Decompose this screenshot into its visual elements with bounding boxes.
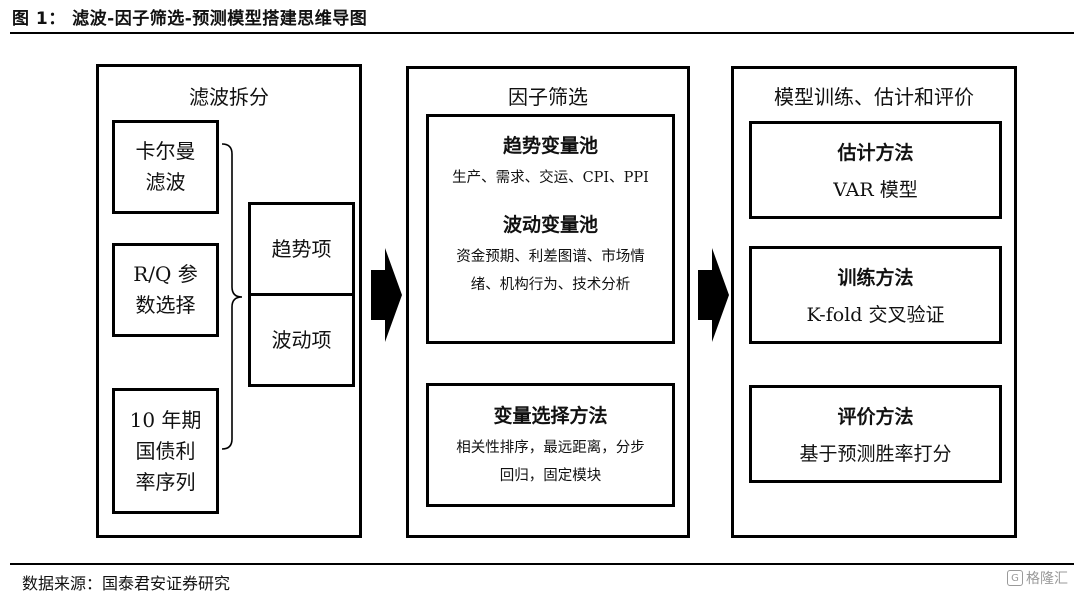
- box-kalman-filter: 卡尔曼 滤波: [112, 120, 219, 214]
- selection-method-line-1: 相关性排序，最远距离，分步: [456, 439, 645, 456]
- watermark: G 格隆汇: [1007, 568, 1068, 588]
- box-variable-pools: 趋势变量池 生产、需求、交运、CPI、PPI 波动变量池 资金预期、利差图谱、市…: [426, 114, 675, 344]
- box-10y-yield: 10 年期 国债利 率序列: [112, 388, 219, 514]
- box-estimation-method: 估计方法 VAR 模型: [749, 121, 1002, 219]
- bottom-rule: [10, 563, 1074, 565]
- watermark-logo-icon: G: [1007, 570, 1023, 586]
- training-method-title: 训练方法: [837, 267, 914, 289]
- evaluation-method-title: 评价方法: [837, 406, 914, 428]
- box-kalman-line-1: 卡尔曼: [135, 139, 196, 163]
- figure-title: 图 1： 滤波-因子筛选-预测模型搭建思维导图: [12, 9, 368, 29]
- box-yield-line-1: 10 年期: [129, 407, 202, 432]
- trend-pool-title: 趋势变量池: [502, 135, 598, 157]
- box-selection-method: 变量选择方法 相关性排序，最远距离，分步 回归，固定模块: [426, 383, 675, 507]
- box-evaluation-method: 评价方法 基于预测胜率打分: [749, 385, 1002, 483]
- panel-factor-title: 因子筛选: [508, 85, 588, 109]
- volatility-component-label: 波动项: [271, 327, 332, 352]
- box-training-method: 训练方法 K-fold 交叉验证: [749, 246, 1002, 344]
- selection-method-title: 变量选择方法: [493, 404, 608, 427]
- panel-factor: 因子筛选 趋势变量池 生产、需求、交运、CPI、PPI 波动变量池 资金预期、利…: [406, 66, 690, 538]
- panel-filter: 滤波拆分 卡尔曼 滤波 R/Q 参 数选择 10 年期 国债利 率序列 趋势项 …: [96, 64, 362, 538]
- panel-filter-title: 滤波拆分: [189, 85, 269, 109]
- watermark-text: 格隆汇: [1026, 571, 1068, 587]
- box-rq-params: R/Q 参 数选择: [112, 243, 219, 337]
- evaluation-method-desc: 基于预测胜率打分: [799, 443, 952, 465]
- selection-method-line-2: 回归，固定模块: [499, 467, 602, 484]
- panel-model-title: 模型训练、估计和评价: [774, 85, 974, 109]
- volatility-pool-title: 波动变量池: [502, 214, 598, 236]
- volatility-pool-items-line-2: 绪、机构行为、技术分析: [470, 277, 631, 293]
- estimation-method-desc: VAR 模型: [833, 179, 918, 201]
- box-trend-component: 趋势项: [248, 202, 355, 296]
- panel-model: 模型训练、估计和评价 估计方法 VAR 模型 训练方法 K-fold 交叉验证 …: [731, 66, 1017, 538]
- box-yield-line-3: 率序列: [135, 469, 196, 494]
- trend-component-label: 趋势项: [271, 236, 332, 261]
- training-method-desc: K-fold 交叉验证: [806, 304, 945, 326]
- top-rule: [10, 32, 1074, 34]
- arrow-filter-to-factor: [371, 248, 402, 342]
- box-kalman-line-2: 滤波: [145, 170, 186, 194]
- volatility-pool-items-line-1: 资金预期、利差图谱、市场情: [456, 249, 645, 265]
- data-source-note: 数据来源：国泰君安证券研究: [22, 574, 231, 593]
- estimation-method-title: 估计方法: [837, 142, 914, 164]
- box-volatility-component: 波动项: [248, 293, 355, 387]
- trend-pool-items: 生产、需求、交运、CPI、PPI: [452, 170, 649, 186]
- box-yield-line-2: 国债利: [135, 438, 196, 463]
- bracket-connector: [221, 143, 243, 450]
- box-rq-line-2: 数选择: [135, 293, 196, 317]
- arrow-factor-to-model: [698, 248, 729, 342]
- box-rq-line-1: R/Q 参: [133, 262, 198, 286]
